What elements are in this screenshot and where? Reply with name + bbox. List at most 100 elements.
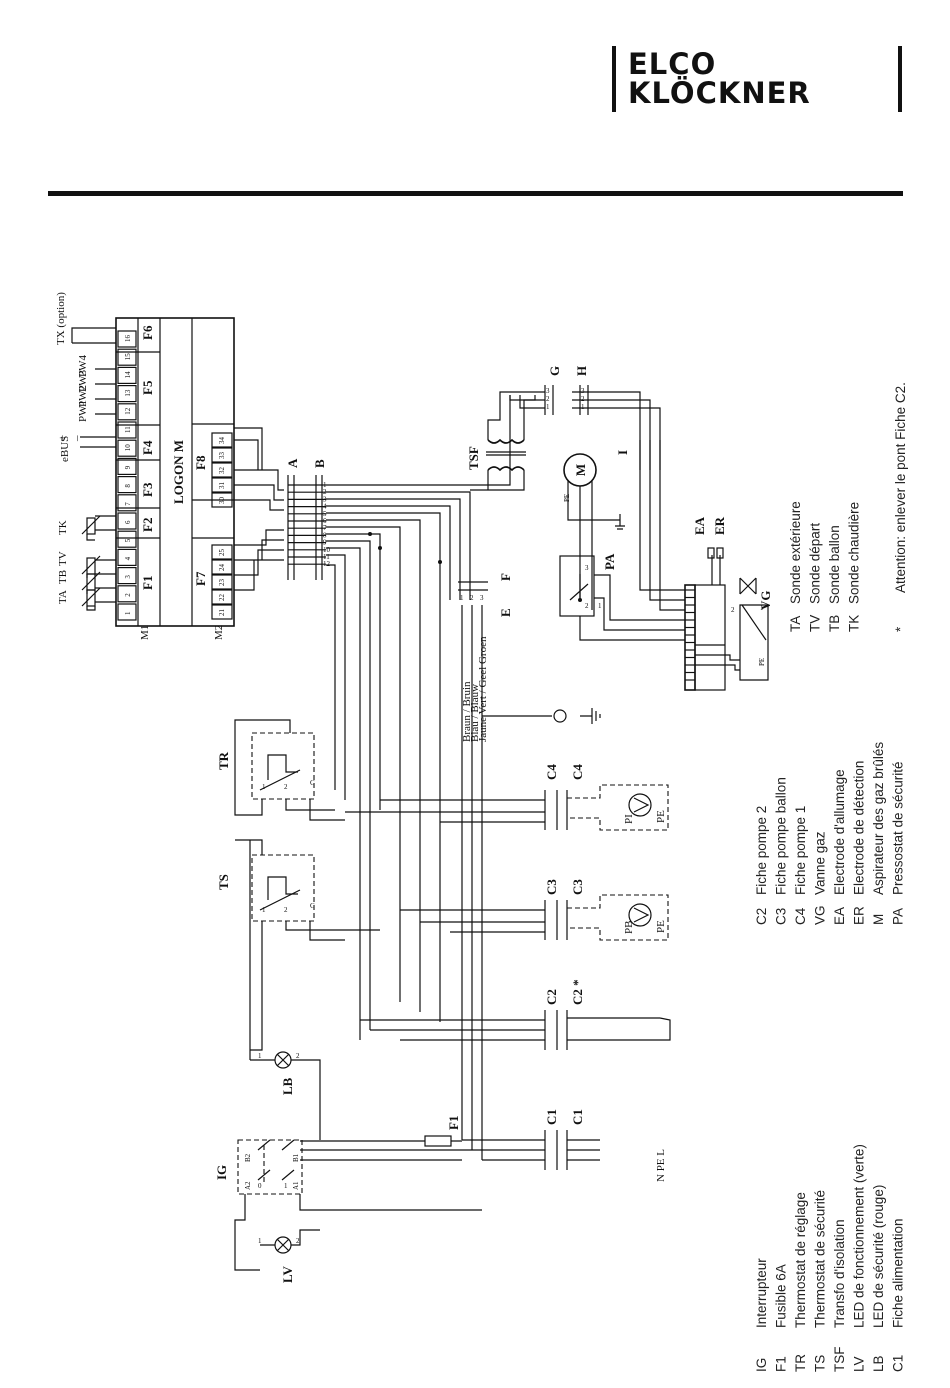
pa-pin-2: 2	[585, 602, 589, 610]
sensor-tv-symbol	[86, 557, 96, 575]
m2-terminal-31	[211, 477, 233, 493]
m2-terminal-num: 21	[218, 609, 226, 617]
h-pin-2: 2	[581, 395, 585, 403]
fuse-f1: F1	[300, 1116, 462, 1147]
sensor-tk-label: TK	[57, 520, 69, 535]
plug-b-pin-10: 10	[323, 546, 331, 554]
m1-terminal-num: 5	[124, 538, 132, 542]
ebus-plus: +	[57, 435, 69, 441]
m1-terminal-num: 16	[124, 335, 132, 343]
pump-pi-symbol	[628, 793, 652, 817]
m1-terminal-num: 10	[124, 444, 132, 452]
npe-label: N PE L	[655, 1149, 667, 1182]
tsf-transformer: TSF	[466, 395, 536, 491]
legend-code: LV	[852, 1356, 867, 1372]
vg-pe-label: PE	[758, 658, 766, 666]
tr-pin-2: 2	[284, 783, 288, 791]
ig-b1: B1	[292, 1153, 300, 1162]
tsf-label: TSF	[466, 446, 481, 470]
plug-b-pin-5: 5	[323, 510, 327, 518]
legend-code: TB	[827, 615, 842, 632]
sensor-ta-label: TA	[57, 590, 69, 604]
logo-bar-right	[898, 46, 902, 112]
m2-terminal-24	[211, 559, 233, 575]
controller-name: LOGON M	[171, 440, 186, 504]
plug-b-pin-6: 6	[323, 517, 327, 525]
ig-a1: A1	[292, 1181, 300, 1190]
m2-terminal-num: 22	[218, 594, 226, 602]
burner-terminal	[684, 584, 696, 691]
plug-e-label: E	[498, 608, 513, 617]
logo-line-1: ELCO	[628, 47, 717, 81]
earth-lug	[553, 709, 567, 723]
ig-a2: A2	[244, 1181, 252, 1190]
connector-m2: M2	[213, 625, 225, 640]
m2-terminal-30	[211, 492, 233, 508]
c3-label-b: C3	[570, 879, 585, 895]
g-pin-2: 2	[546, 395, 550, 403]
legend-text: LED de fonctionnement (verte)	[852, 1144, 867, 1328]
m1-terminal-num: 2	[124, 593, 132, 597]
m1-terminal-1	[117, 603, 137, 621]
legend-code: C3	[774, 908, 789, 925]
m1-terminal-2	[117, 585, 137, 603]
wire-yellowgreen-label: Jaune Vert / Geel Groen	[477, 636, 489, 742]
legend-code: C1	[891, 1355, 906, 1372]
fuse-f1-symbol	[424, 1135, 452, 1147]
m1-terminal-num: 6	[124, 520, 132, 524]
g-pin-3: 3	[546, 387, 550, 395]
plug-g-h: 3 2 1 G 3 2 1 H I	[499, 366, 685, 611]
plug-e-f: 1 2 3 E F Braun / Bruin Blau / Blauw Jau…	[458, 573, 601, 1160]
m1-terminal-num: 7	[124, 502, 132, 506]
plug-b-label: B	[312, 459, 327, 468]
legend-code: VG	[813, 905, 828, 925]
c2-label-a: C2	[544, 989, 559, 1005]
sensor-tv-label: TV	[57, 551, 69, 566]
m1-terminal-num: 9	[124, 465, 132, 469]
plug-b-pin-11: 11	[323, 553, 330, 561]
legend-code: TV	[808, 615, 823, 632]
legend-code: TS	[813, 1355, 828, 1372]
pressure-switch-pa: 3 2 1 PA	[559, 553, 685, 641]
c1-label-a: C1	[544, 1109, 559, 1125]
er-label: ER	[712, 516, 727, 535]
g-pin-1: 1	[546, 403, 550, 411]
plug-a-label: A	[285, 458, 300, 468]
fuse-f6-label: F6	[140, 325, 155, 340]
m1-terminal-11	[117, 421, 137, 439]
sensor-tb-symbol	[86, 573, 96, 591]
legend-text: Sonde chaudière	[847, 502, 862, 604]
legend-code: EA	[832, 907, 847, 925]
plug-b-pin-7: 7	[323, 524, 327, 532]
sensor-ta-symbol	[86, 589, 96, 607]
legend-text: Fiche alimentation	[891, 1218, 906, 1328]
ef-pin-3: 3	[480, 594, 484, 602]
legend-code: C2	[754, 908, 769, 925]
plug-b-pin-9: 9	[323, 539, 327, 547]
plug-b-pin-4: 4	[323, 503, 327, 511]
ig-pos-1: 1	[284, 1182, 288, 1190]
legend-code: TSF	[832, 1347, 847, 1373]
ef-pin-1: 1	[460, 594, 464, 602]
m1-terminal-num: 13	[124, 389, 132, 397]
pw4-label: PW4	[77, 355, 89, 378]
pa-pin-1: 1	[598, 602, 602, 610]
lb-label: LB	[280, 1077, 295, 1095]
m2-terminal-22	[211, 589, 233, 605]
fuse-f3-label: F3	[140, 482, 155, 497]
m2-terminal-21	[211, 604, 233, 620]
m2-terminal-23	[211, 574, 233, 590]
m1-terminal-14	[117, 366, 137, 384]
m1-terminal-3	[117, 566, 137, 585]
ts-pin-1: 1	[262, 906, 266, 914]
m1-terminal-16	[117, 330, 137, 348]
sensor-group: TA TB TV TK	[57, 515, 116, 611]
c4-label-a: C4	[544, 764, 559, 780]
wire-brown-label: Braun / Bruin	[461, 681, 473, 742]
motor-pe-label: PE	[563, 494, 571, 502]
